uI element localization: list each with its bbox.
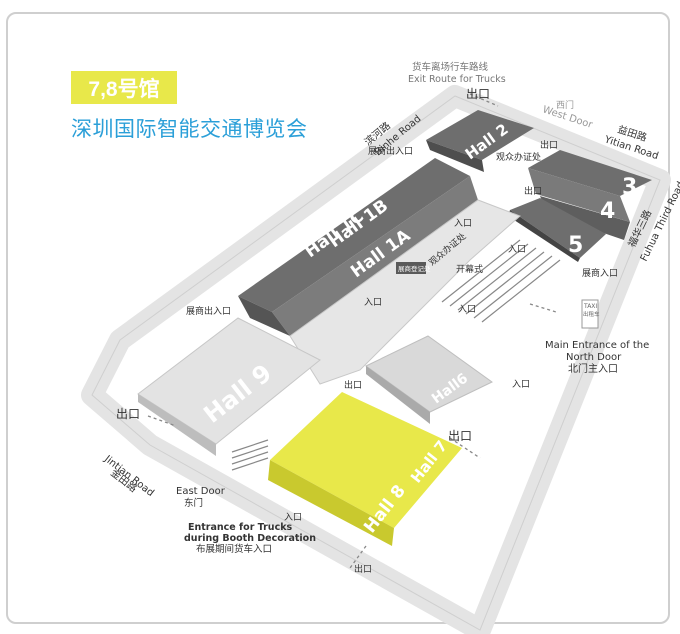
hall-4-block [540,196,630,240]
exhibitor-door-1: 展商出入口 [368,145,413,157]
hall-1-block [238,158,470,312]
taxi-cn: 出租车 [583,310,600,318]
main-entrance-en2: North Door [566,352,622,363]
east-door-cn: 东门 [184,497,203,509]
hall-3-label: 3 [622,175,637,200]
registration-label: 展商登记处 [398,264,431,273]
taxi-en: TAXI [583,303,597,310]
exit-bottom: 出口 [354,563,372,575]
east-door-en: East Door [176,486,226,497]
exhibitor-entry: 展商入口 [582,267,618,279]
hall-7-8-block [270,392,462,528]
exit-trucks-en: Exit Route for Trucks [408,74,506,85]
hall-3-4-block [528,150,652,196]
opening-ceremony: 开幕式 [456,263,483,275]
stairs-group [231,239,561,471]
perimeter-road-edge [91,95,661,631]
hall-1-block-front [238,296,290,336]
truck-entrance-en2: during Booth Decoration [184,533,316,544]
exit-west: 出口 [540,139,558,151]
entrance-3: 入口 [458,304,476,315]
hall-3-4-front [528,168,630,222]
exit-top: 出口 [466,87,490,101]
hall-5-front [508,210,580,262]
hall-9-front [138,394,216,456]
hall-5-block [510,198,606,258]
exit-center: 出口 [344,379,362,391]
page-title: 深圳国际智能交通博览会 [71,117,308,141]
exit-trucks-cn: 货车离场行车路线 [412,61,489,73]
exit-left: 出口 [116,407,140,421]
exit-right: 出口 [448,429,472,443]
entrance-5: 入口 [284,512,302,523]
west-door-cn: 西门 [556,99,574,111]
exhibitor-door-2: 展商出入口 [186,305,231,317]
truck-entrance-en1: Entrance for Trucks [188,522,293,533]
truck-entrance-cn: 布展期间货车入口 [196,543,272,555]
taxi-icon [581,299,599,329]
registration-sign [396,262,426,274]
hall-6-front [366,366,430,424]
hall-7-8-front [268,460,394,546]
hall-badge: 7,8号馆 [71,71,177,104]
route-arrows [147,93,557,569]
hall-5-label: 5 [568,233,583,258]
entrance-4: 入口 [512,379,530,390]
hall-1-block-lower [272,176,478,336]
visitor-office-1: 观众办证处 [496,151,541,163]
hall-2-front [426,140,484,172]
main-entrance-cn: 北门主入口 [568,362,618,375]
entrance-2: 入口 [364,297,382,308]
exit-east: 出口 [524,185,542,197]
concourse [289,199,521,385]
hall-4-label: 4 [600,199,615,224]
main-entrance-en1: Main Entrance of the [545,340,649,351]
entrance-1: 入口 [454,218,472,229]
entrance-6: 入口 [508,244,526,255]
hall-2-block [426,110,534,160]
hall-6-block [365,335,493,413]
